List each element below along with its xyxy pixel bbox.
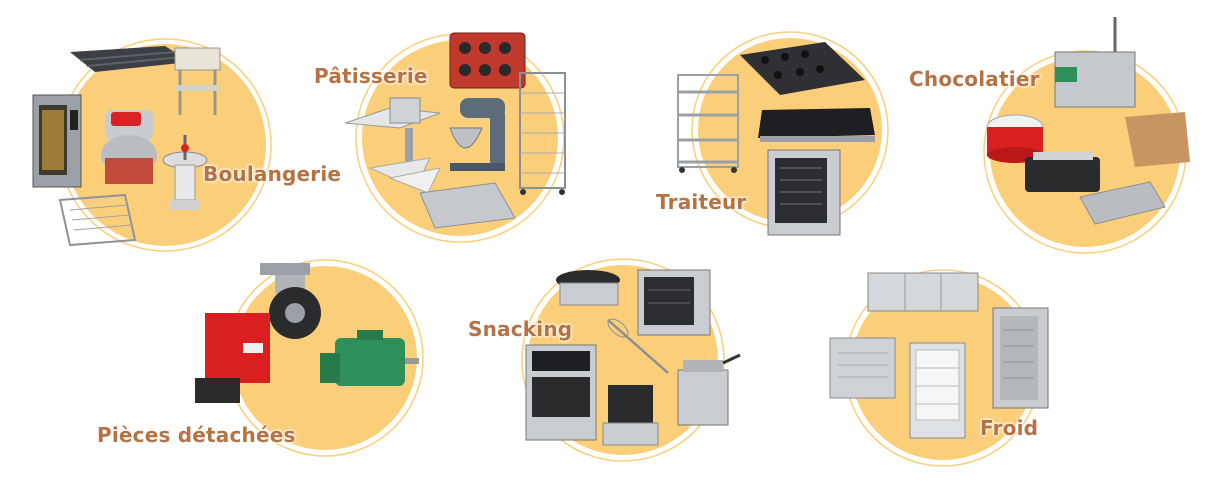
electric-motor-icon: [320, 330, 419, 386]
dough-sheeter-icon: [344, 97, 441, 173]
deep-fryer-icon: [677, 353, 741, 426]
trolley-rack-icon: [519, 72, 566, 195]
service-trolley-icon: [677, 74, 739, 173]
perforated-tray-icon: [419, 182, 516, 229]
refrigerated-counter-icon: [867, 272, 979, 312]
piping-bag-icon: [368, 157, 441, 194]
cooling-grid-icon: [58, 193, 137, 247]
tempering-machine-icon: [1054, 17, 1136, 108]
silicone-mat-icon: [449, 32, 526, 89]
snacking-illustration: [521, 258, 741, 462]
baking-paper-icon: [1125, 112, 1190, 167]
dough-mixer-icon: [101, 110, 157, 184]
category-snacking[interactable]: Snacking: [468, 258, 748, 462]
category-traiteur[interactable]: Traiteur: [650, 31, 890, 240]
category-label-snacking: Snacking: [468, 317, 573, 341]
convection-oven-icon: [637, 269, 711, 336]
caster-wheel-icon: [260, 263, 321, 339]
upright-fridge-icon: [992, 307, 1049, 409]
category-label-patisserie: Pâtisserie: [314, 64, 428, 88]
category-pieces-detachees[interactable]: Pièces détachées: [95, 258, 435, 458]
planetary-mixer-icon: [449, 98, 505, 171]
bread-divider-icon: [162, 135, 208, 210]
category-patisserie[interactable]: Pâtisserie: [310, 28, 580, 243]
chocolatier-illustration: [983, 17, 1190, 254]
pieces-detachees-illustration: [195, 259, 424, 457]
category-froid[interactable]: Froid: [828, 268, 1068, 467]
crepe-maker-icon: [556, 270, 620, 306]
froid-illustration: [829, 269, 1049, 467]
speed-oven-icon: [525, 344, 597, 441]
category-label-traiteur: Traiteur: [656, 190, 747, 214]
display-cabinet-icon: [909, 342, 966, 439]
ice-maker-icon: [829, 337, 896, 399]
boulangerie-illustration: [32, 38, 272, 252]
category-label-pieces-detachees: Pièces détachées: [97, 423, 296, 447]
category-boulangerie[interactable]: Boulangerie: [25, 38, 355, 255]
burner-icon: [195, 313, 270, 403]
category-label-chocolatier: Chocolatier: [909, 67, 1040, 91]
baguette-tray-icon: [70, 46, 190, 72]
category-label-boulangerie: Boulangerie: [203, 162, 342, 186]
rack-oven-icon: [32, 94, 82, 188]
category-label-froid: Froid: [980, 416, 1039, 440]
whisk-icon: [607, 318, 669, 374]
baking-tray-icon: [740, 42, 865, 95]
dough-divider-icon: [174, 47, 221, 115]
patisserie-illustration: [344, 32, 566, 243]
category-chocolatier[interactable]: Chocolatier: [905, 12, 1195, 254]
traiteur-illustration: [677, 31, 889, 236]
combi-oven-icon: [767, 149, 841, 236]
induction-hob-icon: [758, 108, 875, 142]
bain-marie-icon: [1025, 152, 1100, 192]
steel-tray-icon: [1079, 181, 1166, 225]
waffle-iron-icon: [602, 385, 659, 446]
